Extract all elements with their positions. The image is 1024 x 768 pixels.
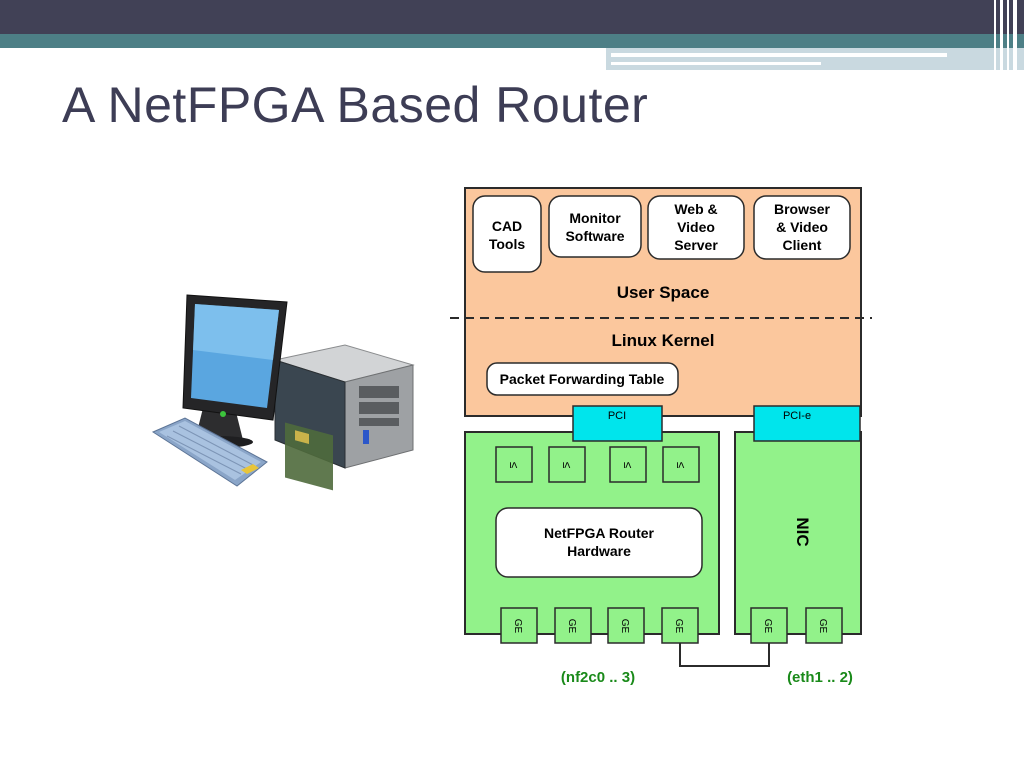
app-label: Web &	[674, 201, 717, 217]
pci-connector: PCI	[572, 405, 663, 442]
nf-ports-label: (nf2c0 .. 3)	[561, 669, 635, 686]
mac-box: ≤	[609, 446, 647, 483]
ge-label: GE	[619, 619, 630, 634]
ge-label: GE	[512, 619, 523, 634]
pci-e-connector: PCI-e	[753, 405, 861, 442]
app-label: Video	[677, 219, 715, 235]
router-hw-label: NetFPGA Router	[544, 525, 654, 541]
ge-label: GE	[762, 619, 773, 634]
user-space-label: User Space	[617, 283, 710, 302]
app-label: Software	[565, 228, 624, 244]
header-stripe	[1007, 0, 1009, 70]
linux-kernel-label: Linux Kernel	[612, 331, 715, 350]
mac-label: ≤	[674, 462, 688, 469]
slide-title: A NetFPGA Based Router	[62, 77, 649, 133]
pci-e-label: PCI-e	[783, 410, 811, 422]
app-label: Client	[783, 237, 822, 253]
ge-port: GE	[805, 607, 843, 644]
desktop-computer-icon	[151, 294, 415, 491]
ge-port: GE	[661, 607, 699, 644]
mac-box: ≤	[548, 446, 586, 483]
packet-forwarding-table-label: Packet Forwarding Table	[500, 371, 665, 387]
app-label: Monitor	[569, 210, 621, 226]
netfpga-router-hardware: NetFPGA Router Hardware	[495, 507, 703, 578]
router-hw-label: Hardware	[567, 543, 631, 559]
ge-port: GE	[554, 607, 592, 644]
mac-label: ≤	[507, 462, 521, 469]
pci-label: PCI	[608, 410, 626, 422]
mac-label: ≤	[621, 462, 635, 469]
app-label: CAD	[492, 218, 522, 234]
app-web-video-server: Web & Video Server	[647, 195, 745, 260]
header-accent-line	[611, 53, 947, 57]
ge-label: GE	[673, 619, 684, 634]
app-label: Server	[674, 237, 718, 253]
app-label: Tools	[489, 236, 526, 252]
ge-label: GE	[817, 619, 828, 634]
ge-port: GE	[607, 607, 645, 644]
header-stripe	[1013, 0, 1017, 70]
app-label: & Video	[776, 219, 828, 235]
eth-ports-label: (eth1 .. 2)	[787, 669, 853, 686]
ge-port: GE	[500, 607, 538, 644]
header-accent-light	[606, 48, 1024, 70]
header-accent-line-short	[611, 62, 821, 65]
app-cad-tools: CAD Tools	[472, 195, 542, 273]
header-stripe	[994, 0, 996, 70]
app-label: Browser	[774, 201, 831, 217]
packet-forwarding-table: Packet Forwarding Table	[486, 362, 679, 396]
mac-box: ≤	[662, 446, 700, 483]
mac-label: ≤	[560, 462, 574, 469]
header-stripe	[1000, 0, 1003, 70]
nic-label: NIC	[793, 517, 812, 546]
ethernet-cable	[679, 643, 770, 667]
ge-label: GE	[566, 619, 577, 634]
ge-port: GE	[750, 607, 788, 644]
header-band	[0, 0, 1024, 34]
router-architecture-diagram: CAD Tools Monitor Software Web & Video S…	[450, 187, 872, 686]
app-browser-video-client: Browser & Video Client	[753, 195, 851, 260]
mac-box: ≤	[495, 446, 533, 483]
app-monitor-software: Monitor Software	[548, 195, 642, 258]
header-accent-band	[0, 34, 1024, 48]
